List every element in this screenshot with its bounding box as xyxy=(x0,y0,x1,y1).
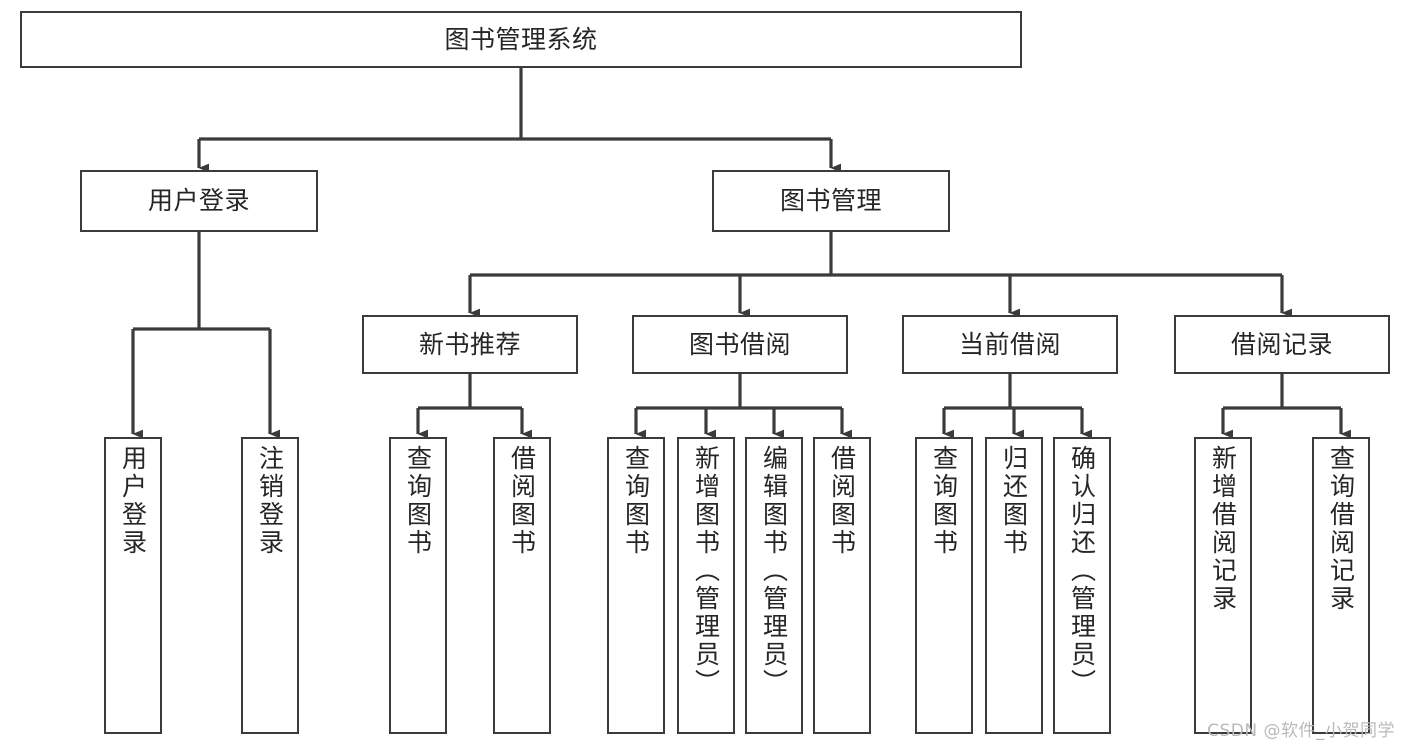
node-root-system[interactable]: 图书管理系统 xyxy=(20,11,1022,68)
node-label: 图书管理 xyxy=(779,186,882,215)
watermark: CSDN @软件_小贺同学 xyxy=(1207,721,1395,741)
node-label: 借阅记录 xyxy=(1230,329,1333,359)
leaf-borrow-book-1[interactable]: 借阅图书 xyxy=(493,437,551,734)
node-label: 借阅图书 xyxy=(507,445,537,557)
node-label: 用户登录 xyxy=(147,186,250,215)
node-new-book-rec[interactable]: 新书推荐 xyxy=(362,315,578,374)
node-book-manage[interactable]: 图书管理 xyxy=(712,170,950,232)
node-label: 查询图书 xyxy=(403,445,433,557)
node-label: 图书管理系统 xyxy=(444,24,598,54)
node-label: 新书推荐 xyxy=(418,329,521,359)
leaf-borrow-book-2[interactable]: 借阅图书 xyxy=(813,437,871,734)
node-label: 查询图书 xyxy=(621,445,651,557)
leaf-add-record[interactable]: 新增借阅记录 xyxy=(1194,437,1252,734)
node-label: 当前借阅 xyxy=(958,329,1061,359)
node-label: 编辑图书（管理员） xyxy=(759,445,789,697)
node-label: 确认归还（管理员） xyxy=(1067,445,1097,697)
leaf-confirm-return[interactable]: 确认归还（管理员） xyxy=(1053,437,1111,734)
node-label: 新增借阅记录 xyxy=(1208,445,1238,613)
leaf-edit-book[interactable]: 编辑图书（管理员） xyxy=(745,437,803,734)
node-label: 查询图书 xyxy=(929,445,959,557)
node-book-borrow[interactable]: 图书借阅 xyxy=(632,315,848,374)
leaf-user-logout[interactable]: 注销登录 xyxy=(241,437,299,734)
leaf-query-book-1[interactable]: 查询图书 xyxy=(389,437,447,734)
node-label: 注销登录 xyxy=(255,445,285,557)
node-label: 用户登录 xyxy=(118,445,148,557)
leaf-query-book-2[interactable]: 查询图书 xyxy=(607,437,665,734)
node-user-login[interactable]: 用户登录 xyxy=(80,170,318,232)
node-label: 归还图书 xyxy=(999,445,1029,557)
leaf-return-book[interactable]: 归还图书 xyxy=(985,437,1043,734)
node-label: 图书借阅 xyxy=(688,329,791,359)
leaf-user-login[interactable]: 用户登录 xyxy=(104,437,162,734)
leaf-query-record[interactable]: 查询借阅记录 xyxy=(1312,437,1370,734)
node-label: 借阅图书 xyxy=(827,445,857,557)
leaf-query-book-3[interactable]: 查询图书 xyxy=(915,437,973,734)
node-current-borrow[interactable]: 当前借阅 xyxy=(902,315,1118,374)
node-borrow-record[interactable]: 借阅记录 xyxy=(1174,315,1390,374)
node-label: 新增图书（管理员） xyxy=(691,445,721,697)
node-label: 查询借阅记录 xyxy=(1326,445,1356,613)
leaf-add-book[interactable]: 新增图书（管理员） xyxy=(677,437,735,734)
